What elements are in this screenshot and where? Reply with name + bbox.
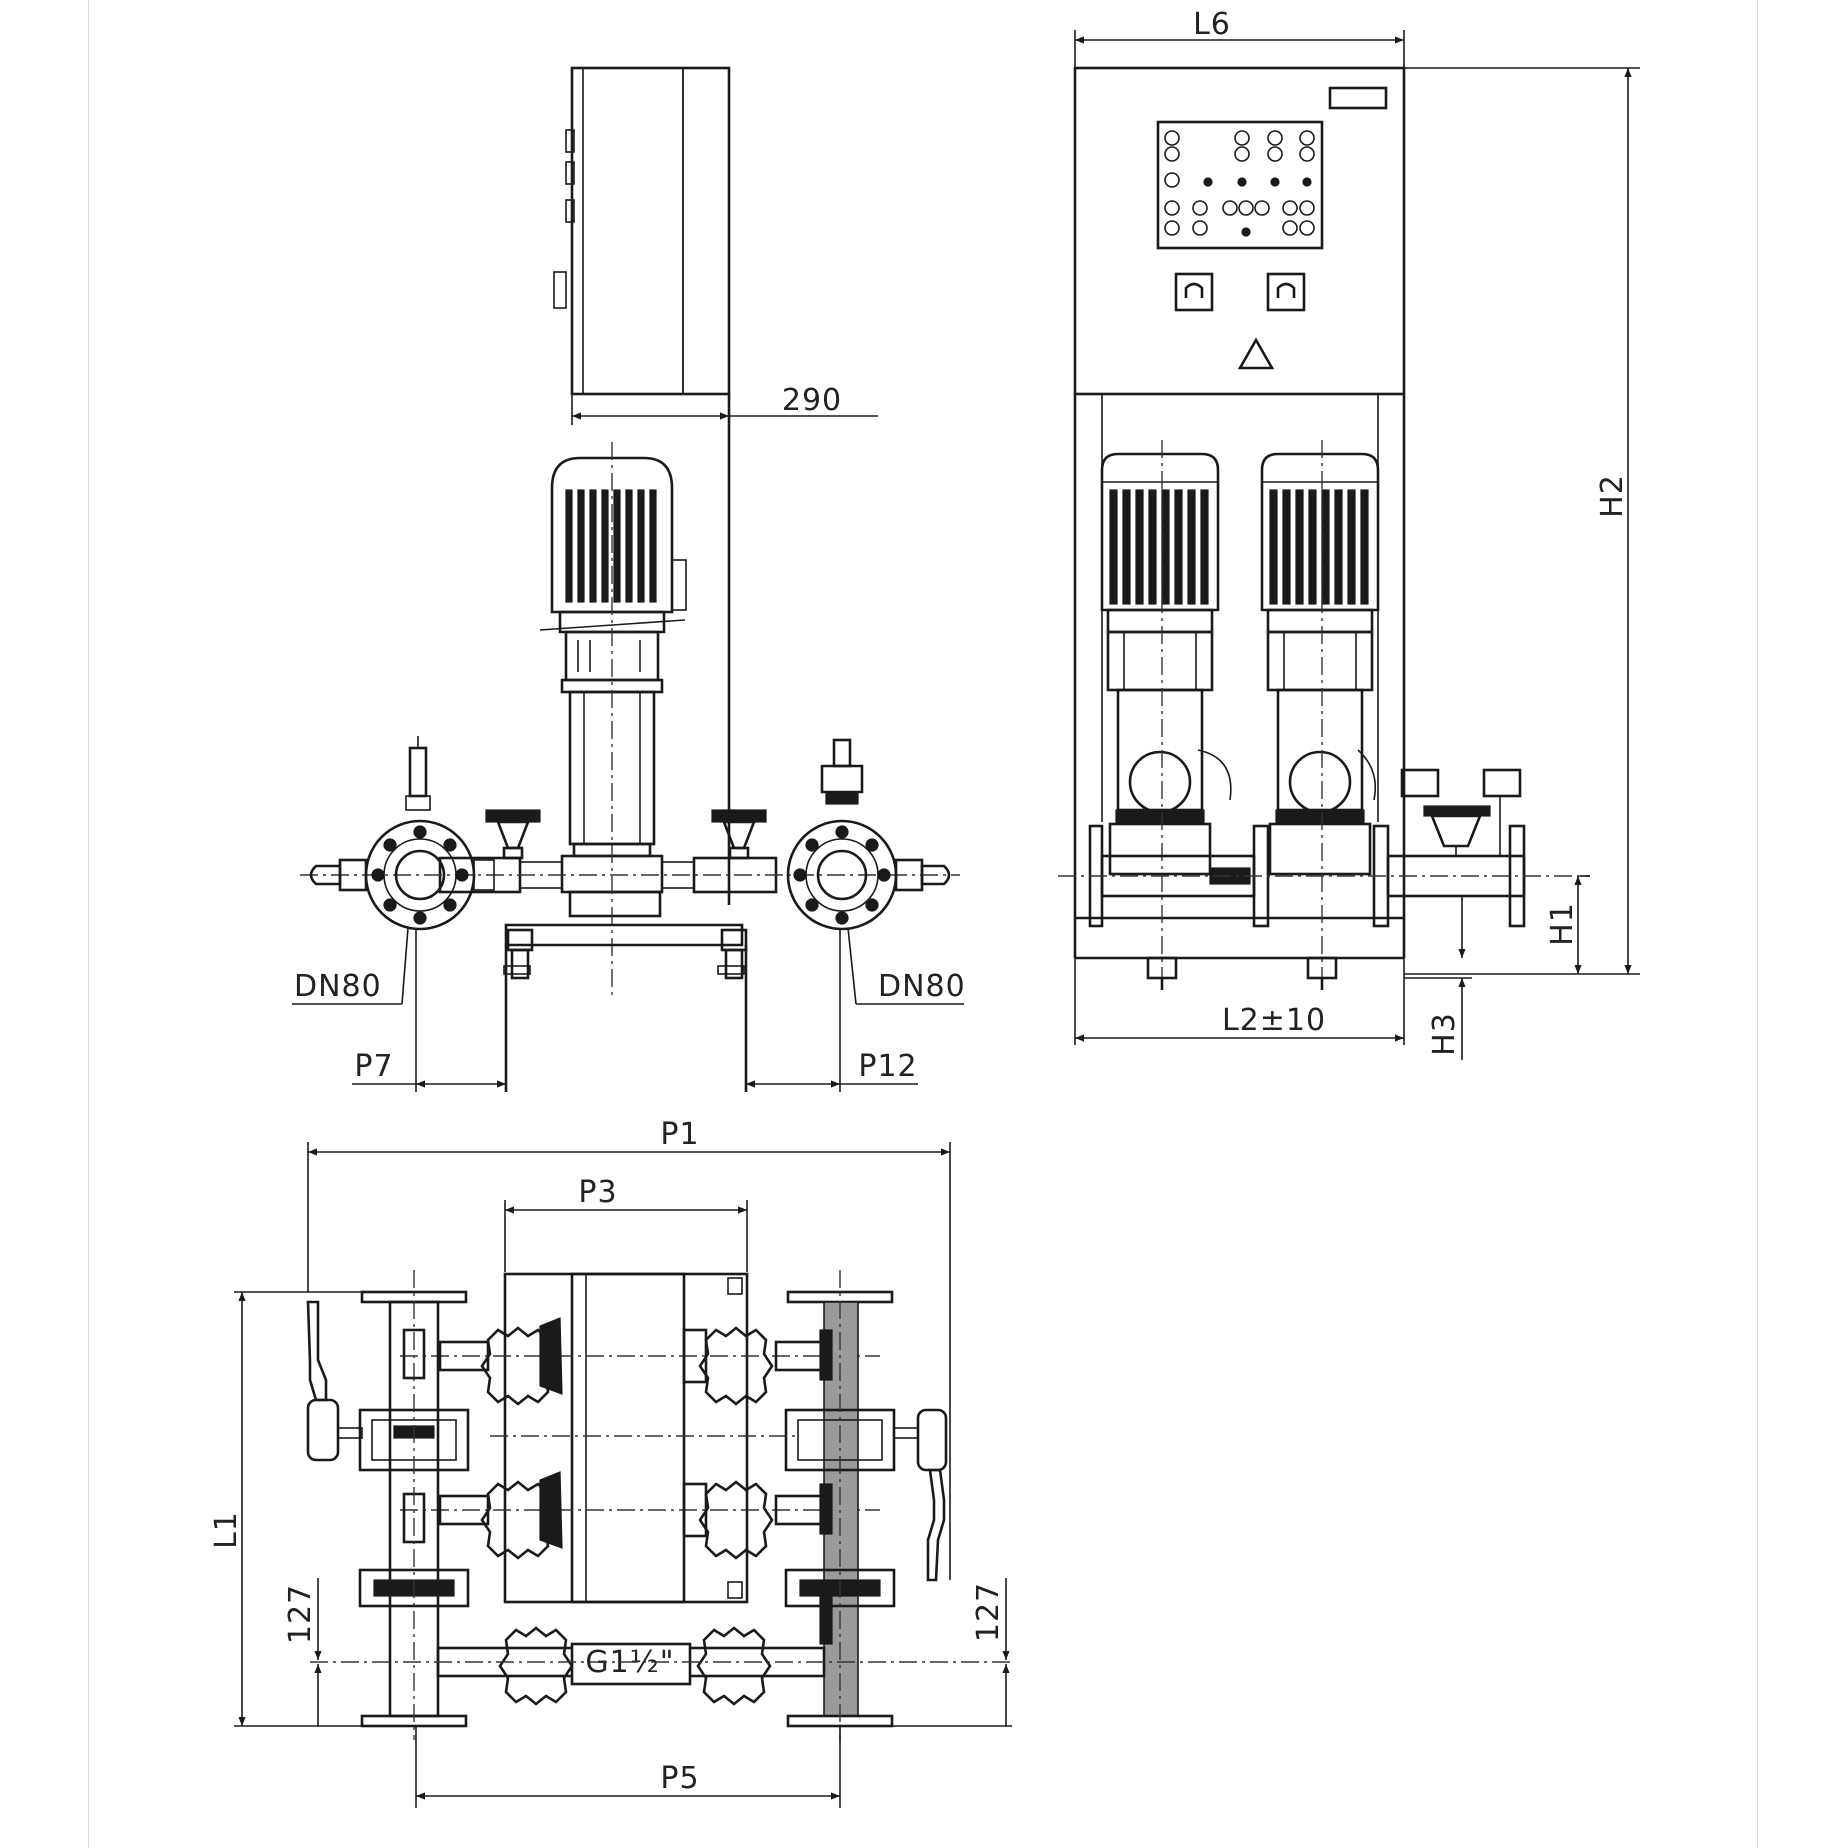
dim-p3: P3: [504, 1175, 748, 1272]
dim-127-right: 127: [858, 1578, 1012, 1727]
feet-front: [1146, 956, 1338, 990]
dn80-left-label: DN80: [294, 969, 382, 1004]
pump-unions-top: [438, 1317, 826, 1560]
flange-right-side: [786, 738, 951, 931]
dim-l2: L2±10: [1074, 958, 1405, 1045]
dim-p5: P5: [415, 1726, 841, 1808]
pump-front-2: [1260, 440, 1380, 985]
leader-dn80-left: DN80: [292, 927, 409, 1005]
h2-label: H2: [1595, 474, 1630, 518]
manifold-left-top: [306, 1270, 470, 1740]
manifold-front: [1058, 768, 1590, 928]
h3-label: H3: [1427, 1012, 1462, 1056]
127-left-label: 127: [283, 1584, 318, 1644]
dim-127-left: 127: [283, 1578, 322, 1726]
p3-label: P3: [578, 1175, 617, 1210]
dim-h3: H3: [1404, 896, 1472, 1060]
pump-side: [539, 442, 687, 1000]
127-right-label: 127: [971, 1582, 1006, 1642]
bottom-pipe-top: G1½": [310, 1626, 1012, 1706]
l2-label: L2±10: [1222, 1003, 1326, 1038]
page-frame: [88, 0, 1758, 1848]
p5-label: P5: [660, 1761, 699, 1796]
p1-label: P1: [660, 1117, 699, 1152]
header-pipe-side: [300, 856, 960, 894]
cabinet-side: [553, 66, 731, 905]
base-frame-side: [503, 923, 748, 1092]
valve-handwheel-right: [711, 809, 767, 860]
front-view: L6: [1058, 7, 1640, 1060]
manifold-right-top: [784, 1270, 948, 1740]
valve-handwheel-left: [485, 809, 541, 860]
dim-h2: H2: [1404, 67, 1640, 975]
h1-label: H1: [1545, 902, 1580, 946]
cabinet-front: [1073, 66, 1406, 396]
dim-290: 290: [572, 383, 878, 420]
dim-p12: P12: [746, 930, 918, 1092]
l1-label: L1: [209, 1511, 244, 1549]
l6-label: L6: [1193, 7, 1231, 42]
side-view: 290: [292, 66, 966, 1092]
dn80-right-label: DN80: [878, 969, 966, 1004]
p7-label: P7: [354, 1049, 393, 1084]
top-view: P1 P3: [209, 1117, 1012, 1808]
dim-p1: P1: [307, 1117, 951, 1580]
base-frame-top: [400, 1272, 880, 1604]
flange-left-side: [309, 736, 495, 931]
dim-290-label: 290: [782, 383, 842, 418]
pump-front-1: [1100, 440, 1232, 985]
p12-label: P12: [858, 1049, 917, 1084]
leader-dn80-right: DN80: [847, 927, 966, 1005]
dim-l6: L6: [1074, 7, 1405, 68]
dim-p7: P7: [352, 930, 506, 1092]
dim-h1: H1: [1545, 875, 1590, 974]
dim-l1: L1: [209, 1291, 390, 1727]
